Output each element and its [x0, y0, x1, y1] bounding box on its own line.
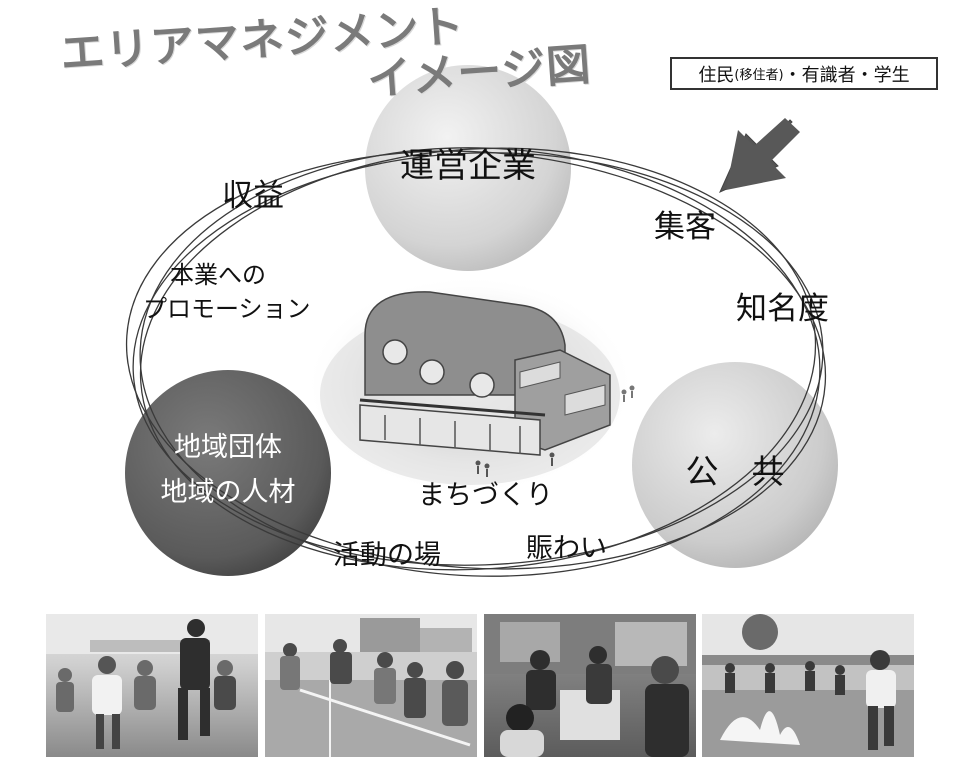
label-activity: 活動の場 [333, 540, 441, 571]
label-bustle: 賑わい [526, 533, 607, 564]
stakeholder-paren: (移住者) [734, 68, 784, 83]
node-public-label: 公 共 [685, 452, 785, 491]
node-community-label-line1: 地域団体 [174, 432, 282, 463]
label-promotion-line1: 本業への [170, 261, 266, 289]
node-company-label: 運営企業 [400, 146, 536, 186]
label-recognition: 知名度 [736, 291, 829, 327]
photo-strip [46, 614, 914, 757]
node-community-circle [125, 370, 331, 576]
community-hall-illustration [305, 275, 635, 495]
node-company-circle [365, 65, 571, 271]
arrow-body [726, 118, 800, 190]
interaction-rings [125, 147, 827, 577]
stakeholder-rest: ・有識者・学生 [783, 64, 910, 86]
stakeholder-main: 住民 [698, 64, 735, 86]
label-attract: 集客 [654, 209, 716, 245]
node-community-label-line2: 地域の人材 [160, 477, 296, 508]
label-promotion-line2: プロモーション [143, 295, 311, 323]
stakeholder-box: 住民(移住者)・有識者・学生 [670, 57, 938, 90]
label-machizukuri: まちづくり [418, 480, 553, 511]
label-revenue: 収益 [222, 178, 284, 214]
